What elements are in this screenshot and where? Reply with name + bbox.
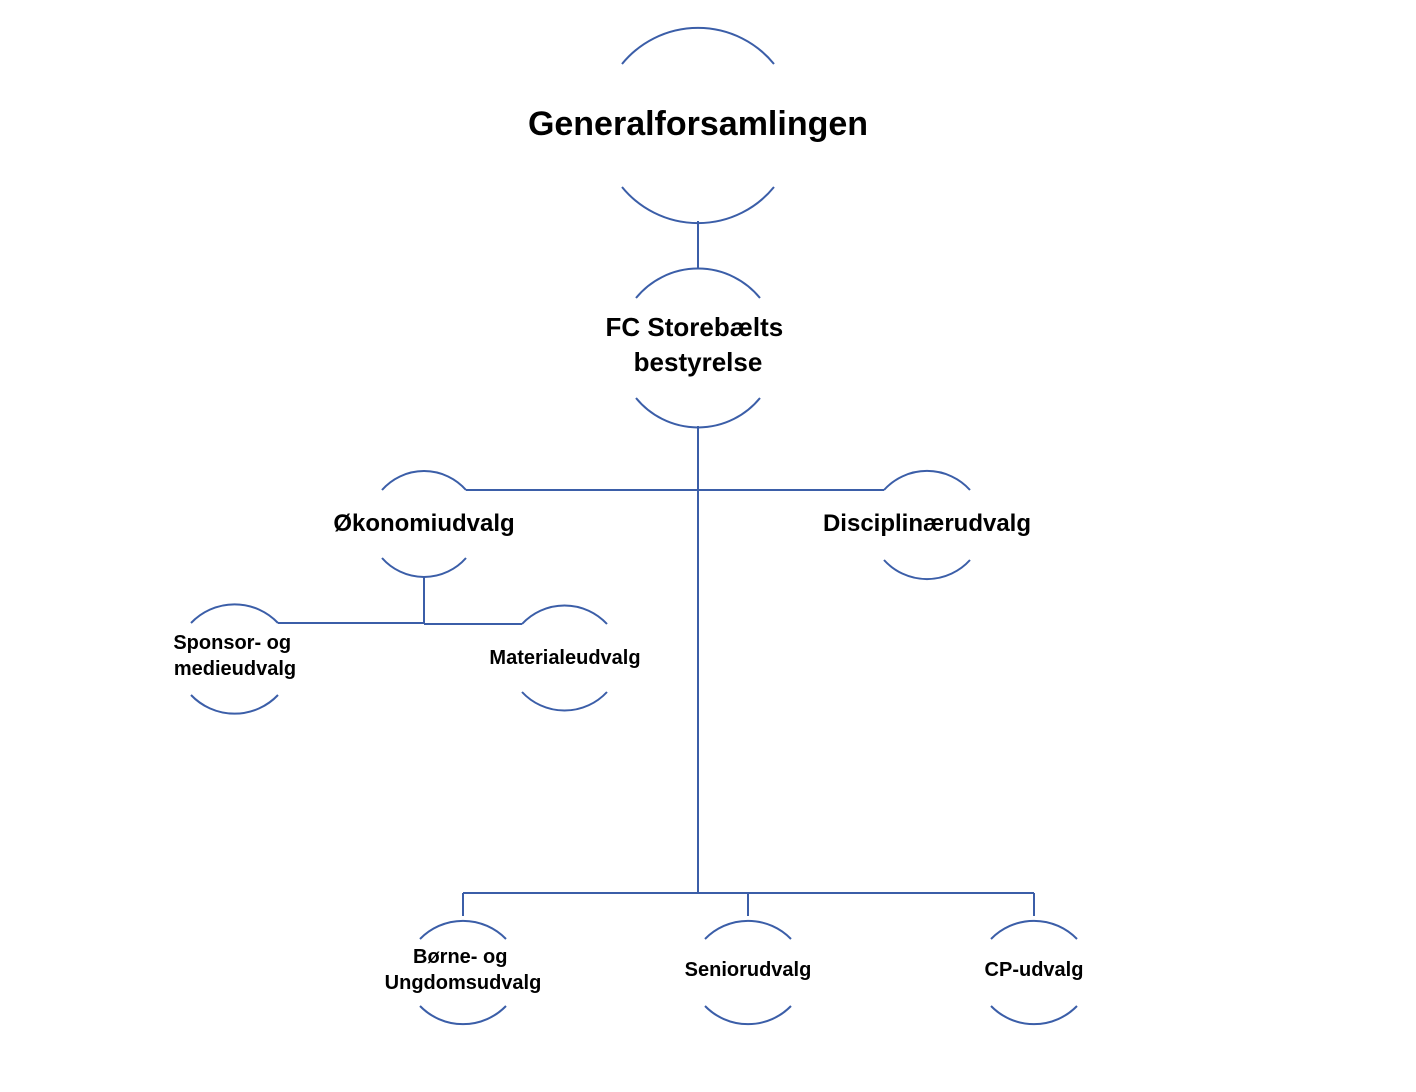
node-materialeudvalg: Materialeudvalg — [489, 604, 641, 712]
node-borneudvalg-bottom-arc — [419, 1005, 507, 1026]
node-seniorudvalg-line-1: Seniorudvalg — [685, 959, 812, 981]
node-cpudvalg-line-1: CP-udvalg — [985, 959, 1084, 981]
node-bestyrelse-bottom-arc — [635, 397, 761, 429]
node-borneudvalg-line-1: Børne- og — [413, 946, 507, 968]
node-generalforsamlingen: Generalforsamlingen — [528, 26, 868, 225]
node-cpudvalg: CP-udvalg — [985, 919, 1084, 1026]
node-sponsorudvalg-bottom-arc — [190, 694, 279, 715]
node-sponsorudvalg-top-arc — [190, 603, 279, 624]
node-okonomiudvalg-label: Økonomiudvalg — [333, 510, 514, 537]
node-sponsorudvalg-label: Sponsor- og medieudvalg — [173, 632, 296, 680]
node-borneudvalg: Børne- og Ungdomsudvalg — [385, 919, 542, 1026]
node-generalforsamlingen-bottom-arc — [621, 186, 775, 225]
node-materialeudvalg-bottom-arc — [521, 691, 608, 712]
connector-lines — [278, 221, 1035, 916]
node-borneudvalg-top-arc — [419, 919, 507, 940]
node-cpudvalg-label: CP-udvalg — [985, 959, 1084, 981]
node-bestyrelse-label: FC Storebælts bestyrelse — [606, 312, 791, 377]
node-bestyrelse-line-1: FC Storebælts — [606, 312, 784, 342]
node-disciplinaerudvalg: Disciplinærudvalg — [823, 469, 1031, 581]
node-materialeudvalg-label: Materialeudvalg — [489, 647, 640, 669]
node-sponsorudvalg: Sponsor- og medieudvalg — [173, 603, 296, 715]
node-okonomiudvalg: Økonomiudvalg — [333, 470, 515, 578]
node-materialeudvalg-top-arc — [521, 604, 608, 625]
node-sponsorudvalg-line-1: Sponsor- og — [173, 632, 291, 654]
node-seniorudvalg-label: Seniorudvalg — [685, 959, 812, 981]
node-disciplinaerudvalg-label: Disciplinærudvalg — [823, 510, 1031, 537]
node-cpudvalg-bottom-arc — [990, 1005, 1078, 1026]
node-okonomiudvalg-bottom-arc — [381, 557, 467, 578]
node-generalforsamlingen-top-arc — [621, 26, 775, 65]
node-bestyrelse: FC Storebælts bestyrelse — [606, 267, 791, 429]
node-generalforsamlingen-line-1: Generalforsamlingen — [528, 105, 868, 143]
node-bestyrelse-top-arc — [635, 267, 761, 299]
node-disciplinaerudvalg-top-arc — [883, 469, 971, 491]
node-disciplinaerudvalg-line-1: Disciplinærudvalg — [823, 510, 1031, 537]
node-borneudvalg-line-2: Ungdomsudvalg — [385, 972, 542, 994]
node-okonomiudvalg-line-1: Økonomiudvalg — [333, 510, 514, 537]
node-okonomiudvalg-top-arc — [381, 470, 467, 491]
node-borneudvalg-label: Børne- og Ungdomsudvalg — [385, 946, 542, 994]
node-sponsorudvalg-line-2: medieudvalg — [174, 658, 296, 680]
node-seniorudvalg-bottom-arc — [704, 1005, 792, 1026]
node-bestyrelse-line-2: bestyrelse — [634, 347, 763, 377]
node-cpudvalg-top-arc — [990, 919, 1078, 940]
node-materialeudvalg-line-1: Materialeudvalg — [489, 647, 640, 669]
node-generalforsamlingen-label: Generalforsamlingen — [528, 105, 868, 143]
node-disciplinaerudvalg-bottom-arc — [883, 559, 971, 581]
node-seniorudvalg: Seniorudvalg — [685, 919, 812, 1026]
node-seniorudvalg-top-arc — [704, 919, 792, 940]
